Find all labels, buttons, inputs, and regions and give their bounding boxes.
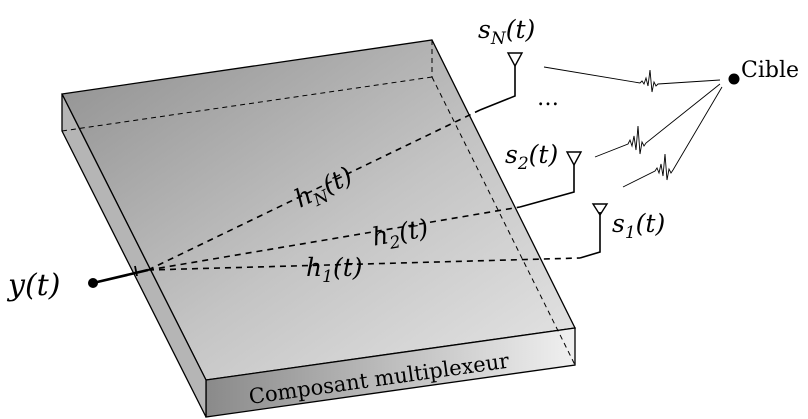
antenna-icon: [591, 203, 609, 217]
wave-s1: [622, 86, 723, 188]
target-label: Cible: [741, 58, 799, 83]
output-label: y(t): [6, 268, 60, 303]
multiplexer-slab: [61, 39, 576, 418]
feed-lines: [479, 66, 601, 259]
internal-paths: [147, 109, 581, 271]
antenna-label-s2: s2(t): [505, 140, 558, 174]
slab-left-face: [61, 93, 207, 418]
path-labels: hN(t) h2(t) h1(t): [290, 161, 432, 287]
ellipsis: …: [537, 86, 559, 111]
antenna-sN: [506, 52, 524, 68]
antenna-s2: [565, 151, 583, 167]
target-dot: [728, 73, 740, 85]
path-h2: [147, 206, 521, 271]
output-port-dot: [88, 278, 98, 288]
antenna-label-sN: sN(t): [478, 15, 535, 49]
wave-sN: [543, 66, 721, 93]
wave-s2: [594, 83, 721, 158]
antenna-icon: [506, 52, 524, 68]
output-port: [88, 265, 149, 288]
path-label-h1: h1(t): [306, 253, 363, 287]
wave-signals: [543, 66, 723, 188]
antenna-icon: [565, 151, 583, 167]
antenna-label-s1: s1(t): [612, 209, 665, 243]
slab-hidden-edges: [61, 40, 576, 366]
antenna-s1: [591, 203, 609, 217]
